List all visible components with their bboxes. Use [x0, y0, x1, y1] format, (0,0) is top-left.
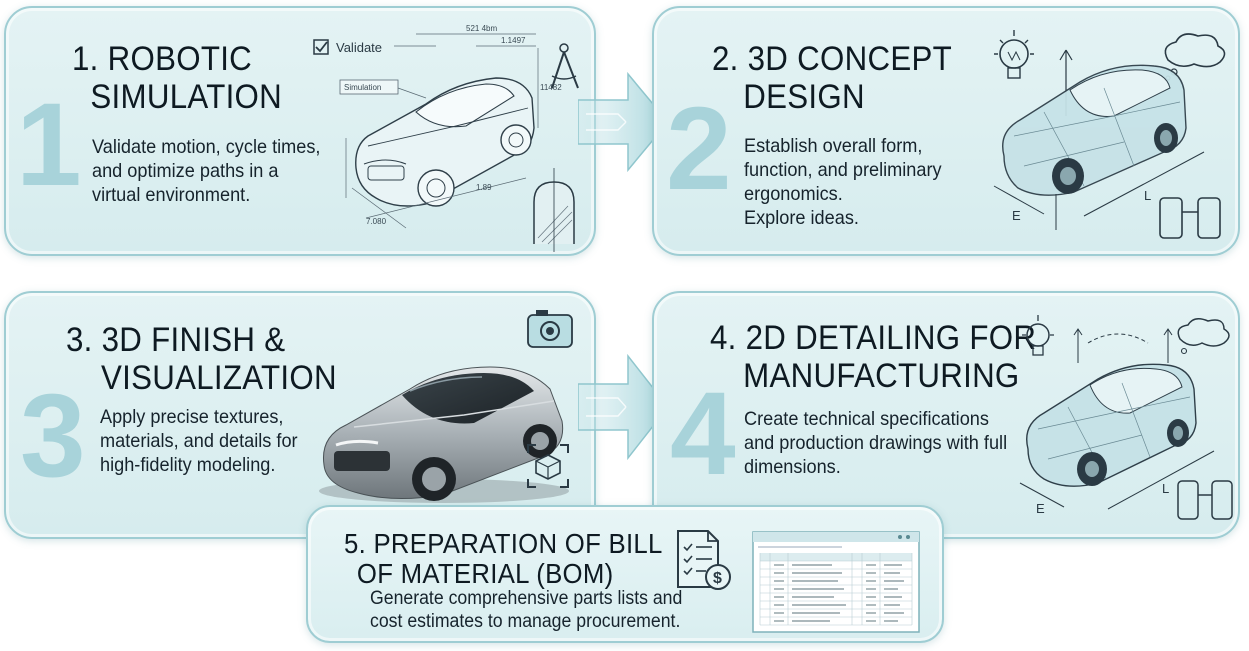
- document-checklist-icon: $: [677, 530, 731, 590]
- step-5-panel: 5. PREPARATION OF BILL OF MATERIAL (BOM)…: [306, 505, 944, 643]
- step-4-desc-line1: Create technical specifications: [744, 408, 989, 430]
- step-2-panel: 2 2. 3D CONCEPT DESIGN Establish overall…: [652, 6, 1240, 256]
- dim-right-label: 1.1497: [501, 36, 526, 45]
- step-4-technical-car-sketch: E L: [1019, 315, 1233, 520]
- arch-icon: [533, 168, 575, 252]
- step-2-description: Establish overall form, function, and pr…: [744, 134, 942, 230]
- step-3-description: Apply precise textures, materials, and d…: [100, 405, 298, 477]
- step-4-title: 4. 2D DETAILING FOR MANUFACTURING: [710, 319, 1036, 395]
- step-2-title-line1: 2. 3D CONCEPT: [712, 40, 952, 78]
- step-3-title-line2: VISUALIZATION: [100, 359, 337, 397]
- step-2-concept-car-sketch: E L: [993, 30, 1226, 239]
- dim-e-label: E: [1012, 208, 1021, 223]
- step-4-desc-line3: dimensions.: [744, 456, 841, 478]
- step-1-description: Validate motion, cycle times, and optimi…: [92, 135, 320, 207]
- checkbox-icon: [313, 39, 329, 55]
- step-1-desc-line3: virtual environment.: [92, 184, 251, 206]
- step-4-title-line1: 4. 2D DETAILING FOR: [710, 319, 1037, 357]
- step-3-big-number: 3: [20, 370, 86, 502]
- simulation-label: Simulation: [344, 83, 381, 92]
- step-2-big-number: 2: [666, 83, 732, 215]
- step-1-blueprint-car-sketch: Validate Simulation 521 4bm 1.1497 11482…: [313, 24, 579, 252]
- step-4-desc-line2: and production drawings with full: [744, 432, 1008, 454]
- lightbulb-icon: [1022, 315, 1054, 356]
- step-1-title-line2: SIMULATION: [90, 78, 283, 116]
- step-3-desc-line2: materials, and details for: [100, 430, 298, 452]
- dim-l-label: L: [1144, 188, 1151, 203]
- step-2-desc-line2: function, and preliminary: [744, 159, 942, 181]
- step-3-title: 3. 3D FINISH & VISUALIZATION: [66, 321, 337, 397]
- step-4-description: Create technical specifications and prod…: [744, 407, 1007, 479]
- step-5-desc-line1: Generate comprehensive parts lists and: [370, 588, 683, 609]
- step-4-panel: 4 4. 2D DETAILING FOR MANUFACTURING Crea…: [652, 291, 1240, 539]
- dollar-coin-icon: $: [705, 564, 731, 590]
- flow-arrow-3-to-4: [578, 353, 669, 461]
- step-1-title-line1: 1. ROBOTIC: [72, 40, 253, 78]
- seat-icon: [1159, 197, 1221, 239]
- step-3-rendered-car: [319, 310, 573, 503]
- svg-text:$: $: [713, 570, 722, 587]
- dim-low-label: 7.080: [366, 217, 387, 226]
- step-3-desc-line3: high-fidelity modeling.: [100, 454, 276, 476]
- step-1-panel: 1 1. ROBOTIC SIMULATION Validate motion,…: [4, 6, 596, 256]
- step-1-desc-line2: and optimize paths in a: [92, 160, 279, 182]
- step-3-desc-line1: Apply precise textures,: [100, 406, 284, 428]
- step-3-title-line1: 3. 3D FINISH &: [66, 321, 286, 359]
- step-5-title: 5. PREPARATION OF BILL OF MATERIAL (BOM): [344, 529, 663, 589]
- lightbulb-icon: [994, 30, 1034, 79]
- seat-icon: [1177, 480, 1233, 520]
- compass-icon: [551, 43, 579, 89]
- cube-scan-icon: [527, 444, 569, 488]
- camera-icon: [527, 310, 573, 348]
- step-2-title-line2: DESIGN: [743, 78, 865, 116]
- step-1-desc-line1: Validate motion, cycle times,: [92, 136, 321, 158]
- step-1-title: 1. ROBOTIC SIMULATION: [72, 40, 282, 116]
- step-5-title-line1: 5. PREPARATION OF BILL: [344, 528, 663, 559]
- dim-side-label: 11482: [540, 83, 562, 92]
- thought-cloud-icon: [1177, 318, 1230, 355]
- step-5-title-line2: OF MATERIAL (BOM): [356, 558, 614, 589]
- dim-l-label: L: [1162, 481, 1169, 496]
- step-2-desc-line3: ergonomics.: [744, 183, 843, 205]
- validate-label: Validate: [336, 40, 382, 55]
- step-4-title-line2: MANUFACTURING: [743, 357, 1020, 395]
- dim-e-label: E: [1036, 501, 1045, 516]
- dim-bottom-label: 1.89: [476, 183, 492, 192]
- step-5-description: Generate comprehensive parts lists and c…: [370, 587, 682, 633]
- bom-spreadsheet-thumbnail: [752, 531, 920, 633]
- step-5-desc-line2: cost estimates to manage procurement.: [370, 611, 681, 632]
- step-1-big-number: 1: [16, 79, 82, 211]
- step-2-desc-line4: Explore ideas.: [744, 207, 859, 229]
- step-3-panel: 3 3. 3D FINISH & VISUALIZATION Apply pre…: [4, 291, 596, 539]
- flow-arrow-1-to-2: [578, 71, 669, 173]
- dim-top-label: 521 4bm: [466, 24, 497, 33]
- step-2-title: 2. 3D CONCEPT DESIGN: [712, 40, 952, 116]
- step-4-big-number: 4: [670, 368, 736, 500]
- step-2-desc-line1: Establish overall form,: [744, 135, 923, 157]
